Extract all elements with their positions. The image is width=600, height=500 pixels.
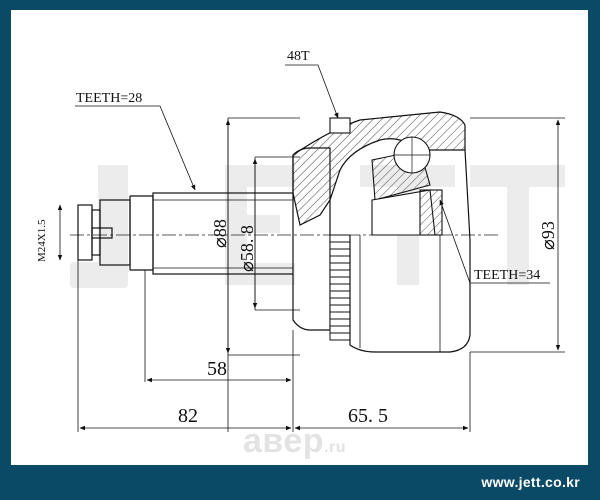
drawing-frame: 48T TEETH=28 TEETH=34 M24X1.5 ⌀88 ⌀58. 8…: [11, 10, 588, 465]
shaft-teeth-label: TEETH=28: [76, 91, 142, 106]
thread-label: M24X1.5: [36, 219, 48, 262]
inner-teeth-label: TEETH=34: [474, 268, 540, 283]
cv-joint-drawing: 48T TEETH=28 TEETH=34 M24X1.5 ⌀88 ⌀58. 8…: [36, 49, 565, 432]
leader-lines: [75, 64, 550, 284]
len-58-label: 58: [207, 358, 227, 380]
splined-shaft: [152, 192, 294, 275]
website-link[interactable]: www.jett.co.kr: [481, 474, 580, 490]
len-82-label: 82: [178, 405, 198, 427]
dia-88-label: ⌀88: [210, 219, 230, 248]
dia-93-label: ⌀93: [538, 221, 558, 250]
outer-notch: [329, 117, 351, 134]
inner-race: [371, 136, 443, 236]
len-65-label: 65. 5: [348, 405, 388, 427]
partner-watermark: авер.ru: [243, 422, 346, 460]
footer-bar: www.jett.co.kr: [0, 465, 600, 500]
abs-tone-ring: [329, 234, 351, 341]
threaded-stub: [77, 195, 153, 271]
outer-housing: [349, 149, 471, 353]
outer-teeth-label: 48T: [287, 49, 310, 64]
dia-58-label: ⌀58. 8: [237, 225, 257, 272]
